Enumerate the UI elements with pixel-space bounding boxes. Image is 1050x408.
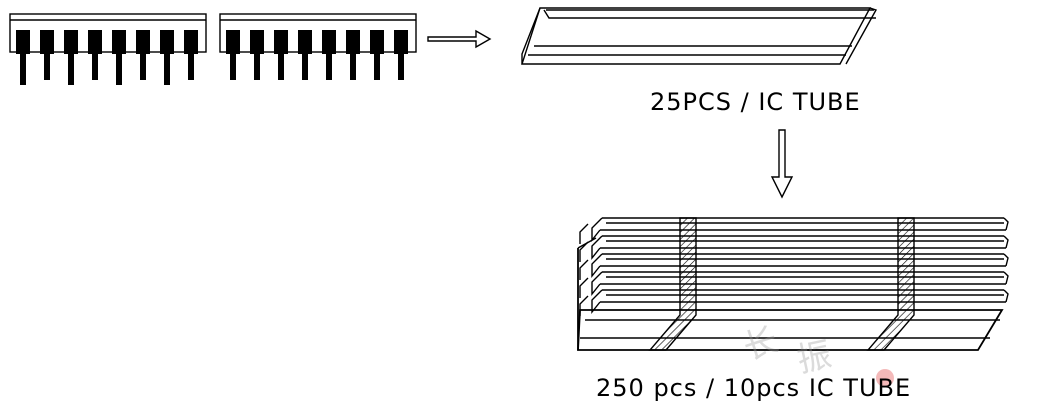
sip-pin-head (298, 30, 312, 54)
sip-pin-head (16, 30, 30, 54)
sip-pin-head (160, 30, 174, 54)
sip-pin-leg (398, 52, 404, 80)
sip-pins-1 (16, 30, 198, 85)
sip-pin-leg (230, 52, 236, 80)
bundle-tube-row-line (591, 271, 603, 296)
bundle-tube-row-line (591, 253, 603, 278)
sip-pin-leg (116, 52, 122, 85)
sip-pin-head (322, 30, 336, 54)
sip-pin-head (40, 30, 54, 54)
sip-pin-leg (350, 52, 356, 80)
sip-pin-leg (374, 52, 380, 80)
sip-pin-leg (20, 52, 26, 85)
sip-pin-head (64, 30, 78, 54)
sip-pin-head (394, 30, 408, 54)
bundle-tube-row-line (1003, 289, 1009, 303)
sip-pin-leg (278, 52, 284, 80)
bundle-tube-row-line (591, 217, 603, 242)
ic-tube (521, 7, 878, 65)
sip-pin-head (136, 30, 150, 54)
sip-pin-head (346, 30, 360, 54)
svg-text:振: 振 (794, 335, 836, 381)
bundle-tube-row-line (579, 277, 589, 298)
sip-pins-2 (226, 30, 408, 80)
sip-pin-leg (326, 52, 332, 80)
sip-pin-head (250, 30, 264, 54)
bundle-tube-row-line (579, 223, 589, 244)
bundle-strap-1 (648, 217, 697, 351)
sip-pin-head (112, 30, 126, 54)
sip-package-1 (9, 13, 207, 85)
sip-pin-head (226, 30, 240, 54)
bundle-caption: 250 pcs / 10pcs IC TUBE (596, 374, 911, 402)
sip-package-2 (219, 13, 417, 80)
sip-pin-head (184, 30, 198, 54)
sip-pin-head (370, 30, 384, 54)
sip-pin-leg (254, 52, 260, 80)
bundle-tube-row-line (1003, 235, 1009, 249)
sip-pin-head (88, 30, 102, 54)
bundle-strap-2 (866, 217, 915, 351)
sip-pin-leg (44, 52, 50, 80)
sip-pin-leg (302, 52, 308, 80)
bundle-tube-row-line (579, 259, 589, 280)
bundle-tube-row-line (579, 295, 589, 316)
bundle-tube-rows (579, 217, 1009, 316)
sip-pin-leg (164, 52, 170, 85)
arrow-right-icon (427, 29, 492, 49)
sip-pin-leg (92, 52, 98, 80)
svg-text:长: 长 (738, 320, 783, 369)
sip-pin-leg (68, 52, 74, 85)
sip-package-group (9, 13, 417, 85)
bundle-tube-row-line (1003, 253, 1009, 267)
bundle-tube-row-line (591, 235, 603, 260)
bundle-tube-row-line (1003, 217, 1009, 231)
ic-tube-bundle (577, 217, 1009, 351)
sip-pin-leg (188, 52, 194, 80)
sip-pin-head (274, 30, 288, 54)
bundle-tube-row-line (591, 289, 603, 314)
tube-caption: 25PCS / IC TUBE (650, 88, 861, 116)
arrow-down-icon (770, 129, 794, 199)
sip-pin-leg (140, 52, 146, 80)
bundle-tube-row-line (1003, 271, 1009, 285)
